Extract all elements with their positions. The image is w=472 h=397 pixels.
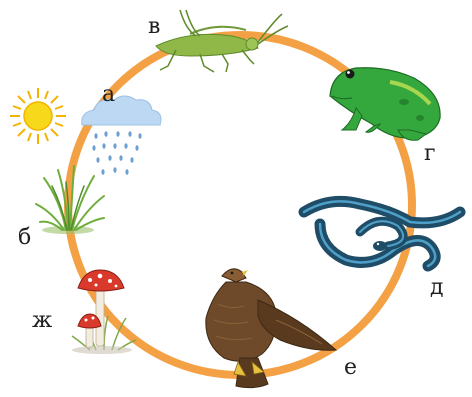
label-a: а (102, 82, 115, 107)
snake-icon (304, 201, 460, 266)
label-g: г (424, 141, 436, 166)
label-zh: ж (32, 308, 52, 333)
label-b: б (18, 225, 31, 250)
label-d: д (430, 275, 444, 300)
mushroom-icon (72, 270, 136, 354)
sun-icon (10, 88, 66, 144)
label-v: в (148, 14, 160, 39)
rain-cloud-icon (82, 96, 161, 175)
frog-icon (330, 68, 440, 141)
label-e: е (344, 355, 357, 380)
